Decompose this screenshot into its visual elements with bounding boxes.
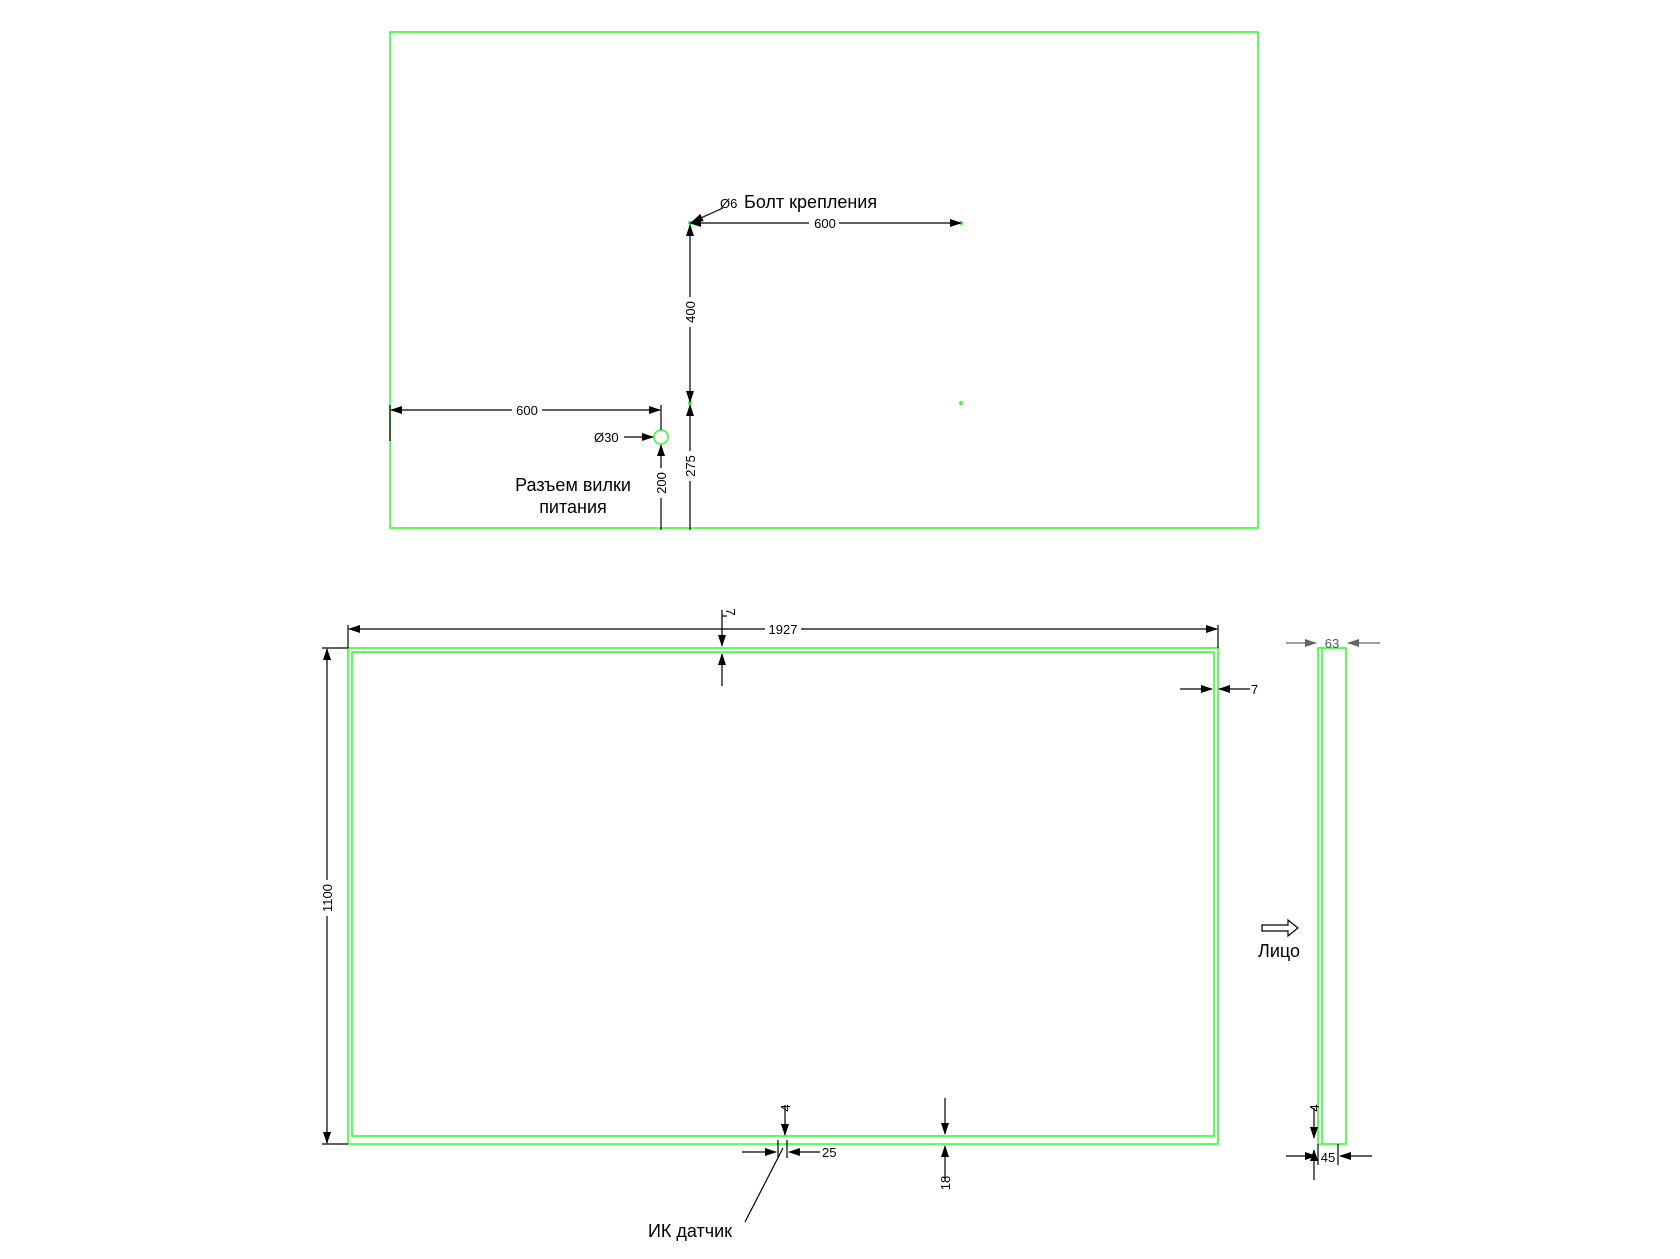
side-profile-outline [1317, 647, 1347, 1145]
back-panel-outline [389, 31, 1259, 529]
dim-sensor-offset: 4 [778, 1104, 793, 1111]
bolt-diameter-label: Ø6 [720, 196, 737, 211]
dim-width: 1927 [769, 622, 798, 637]
mirror-outer-outline [347, 647, 1219, 1145]
bolt-leader-line [691, 207, 724, 223]
sensor-leader-line [744, 1147, 784, 1223]
mirror-inner-outline [351, 651, 1215, 1137]
dim-bolt-vertical: 400 [683, 301, 698, 323]
dim-bolt-height: 275 [683, 455, 698, 477]
bolt-label: Болт крепления [744, 192, 877, 212]
bolt-point-bottom-right [959, 401, 963, 405]
dim-bottom-depth: 45 [1321, 1150, 1335, 1165]
socket-diameter-label: Ø30 [594, 430, 619, 445]
side-view: 63 4 45 Лицо [1258, 636, 1380, 1180]
power-socket-hole [653, 429, 669, 445]
dim-top-frame: 7 [723, 608, 738, 615]
face-label: Лицо [1258, 941, 1300, 961]
dim-right-frame: 7 [1251, 682, 1258, 697]
front-view: 1927 1100 7 7 4 25 ИК датчик 18 [319, 608, 1258, 1241]
sensor-label: ИК датчик [648, 1221, 732, 1241]
dim-height: 1100 [320, 884, 335, 912]
back-view: Ø6 Болт крепления 600 400 275 600 Ø30 20… [389, 31, 1259, 530]
dim-socket-height: 200 [654, 472, 669, 494]
dim-sensor-width: 25 [822, 1145, 836, 1160]
socket-label-line2: питания [539, 497, 607, 517]
socket-label-line1: Разъем вилки [515, 475, 631, 495]
dim-left-to-socket: 600 [516, 403, 538, 418]
dim-bolt-spacing: 600 [814, 216, 836, 231]
dim-bottom-offset: 4 [1307, 1104, 1322, 1111]
dim-bottom-frame: 18 [938, 1176, 953, 1190]
dim-depth: 63 [1325, 636, 1339, 651]
face-arrow-icon [1261, 918, 1299, 938]
